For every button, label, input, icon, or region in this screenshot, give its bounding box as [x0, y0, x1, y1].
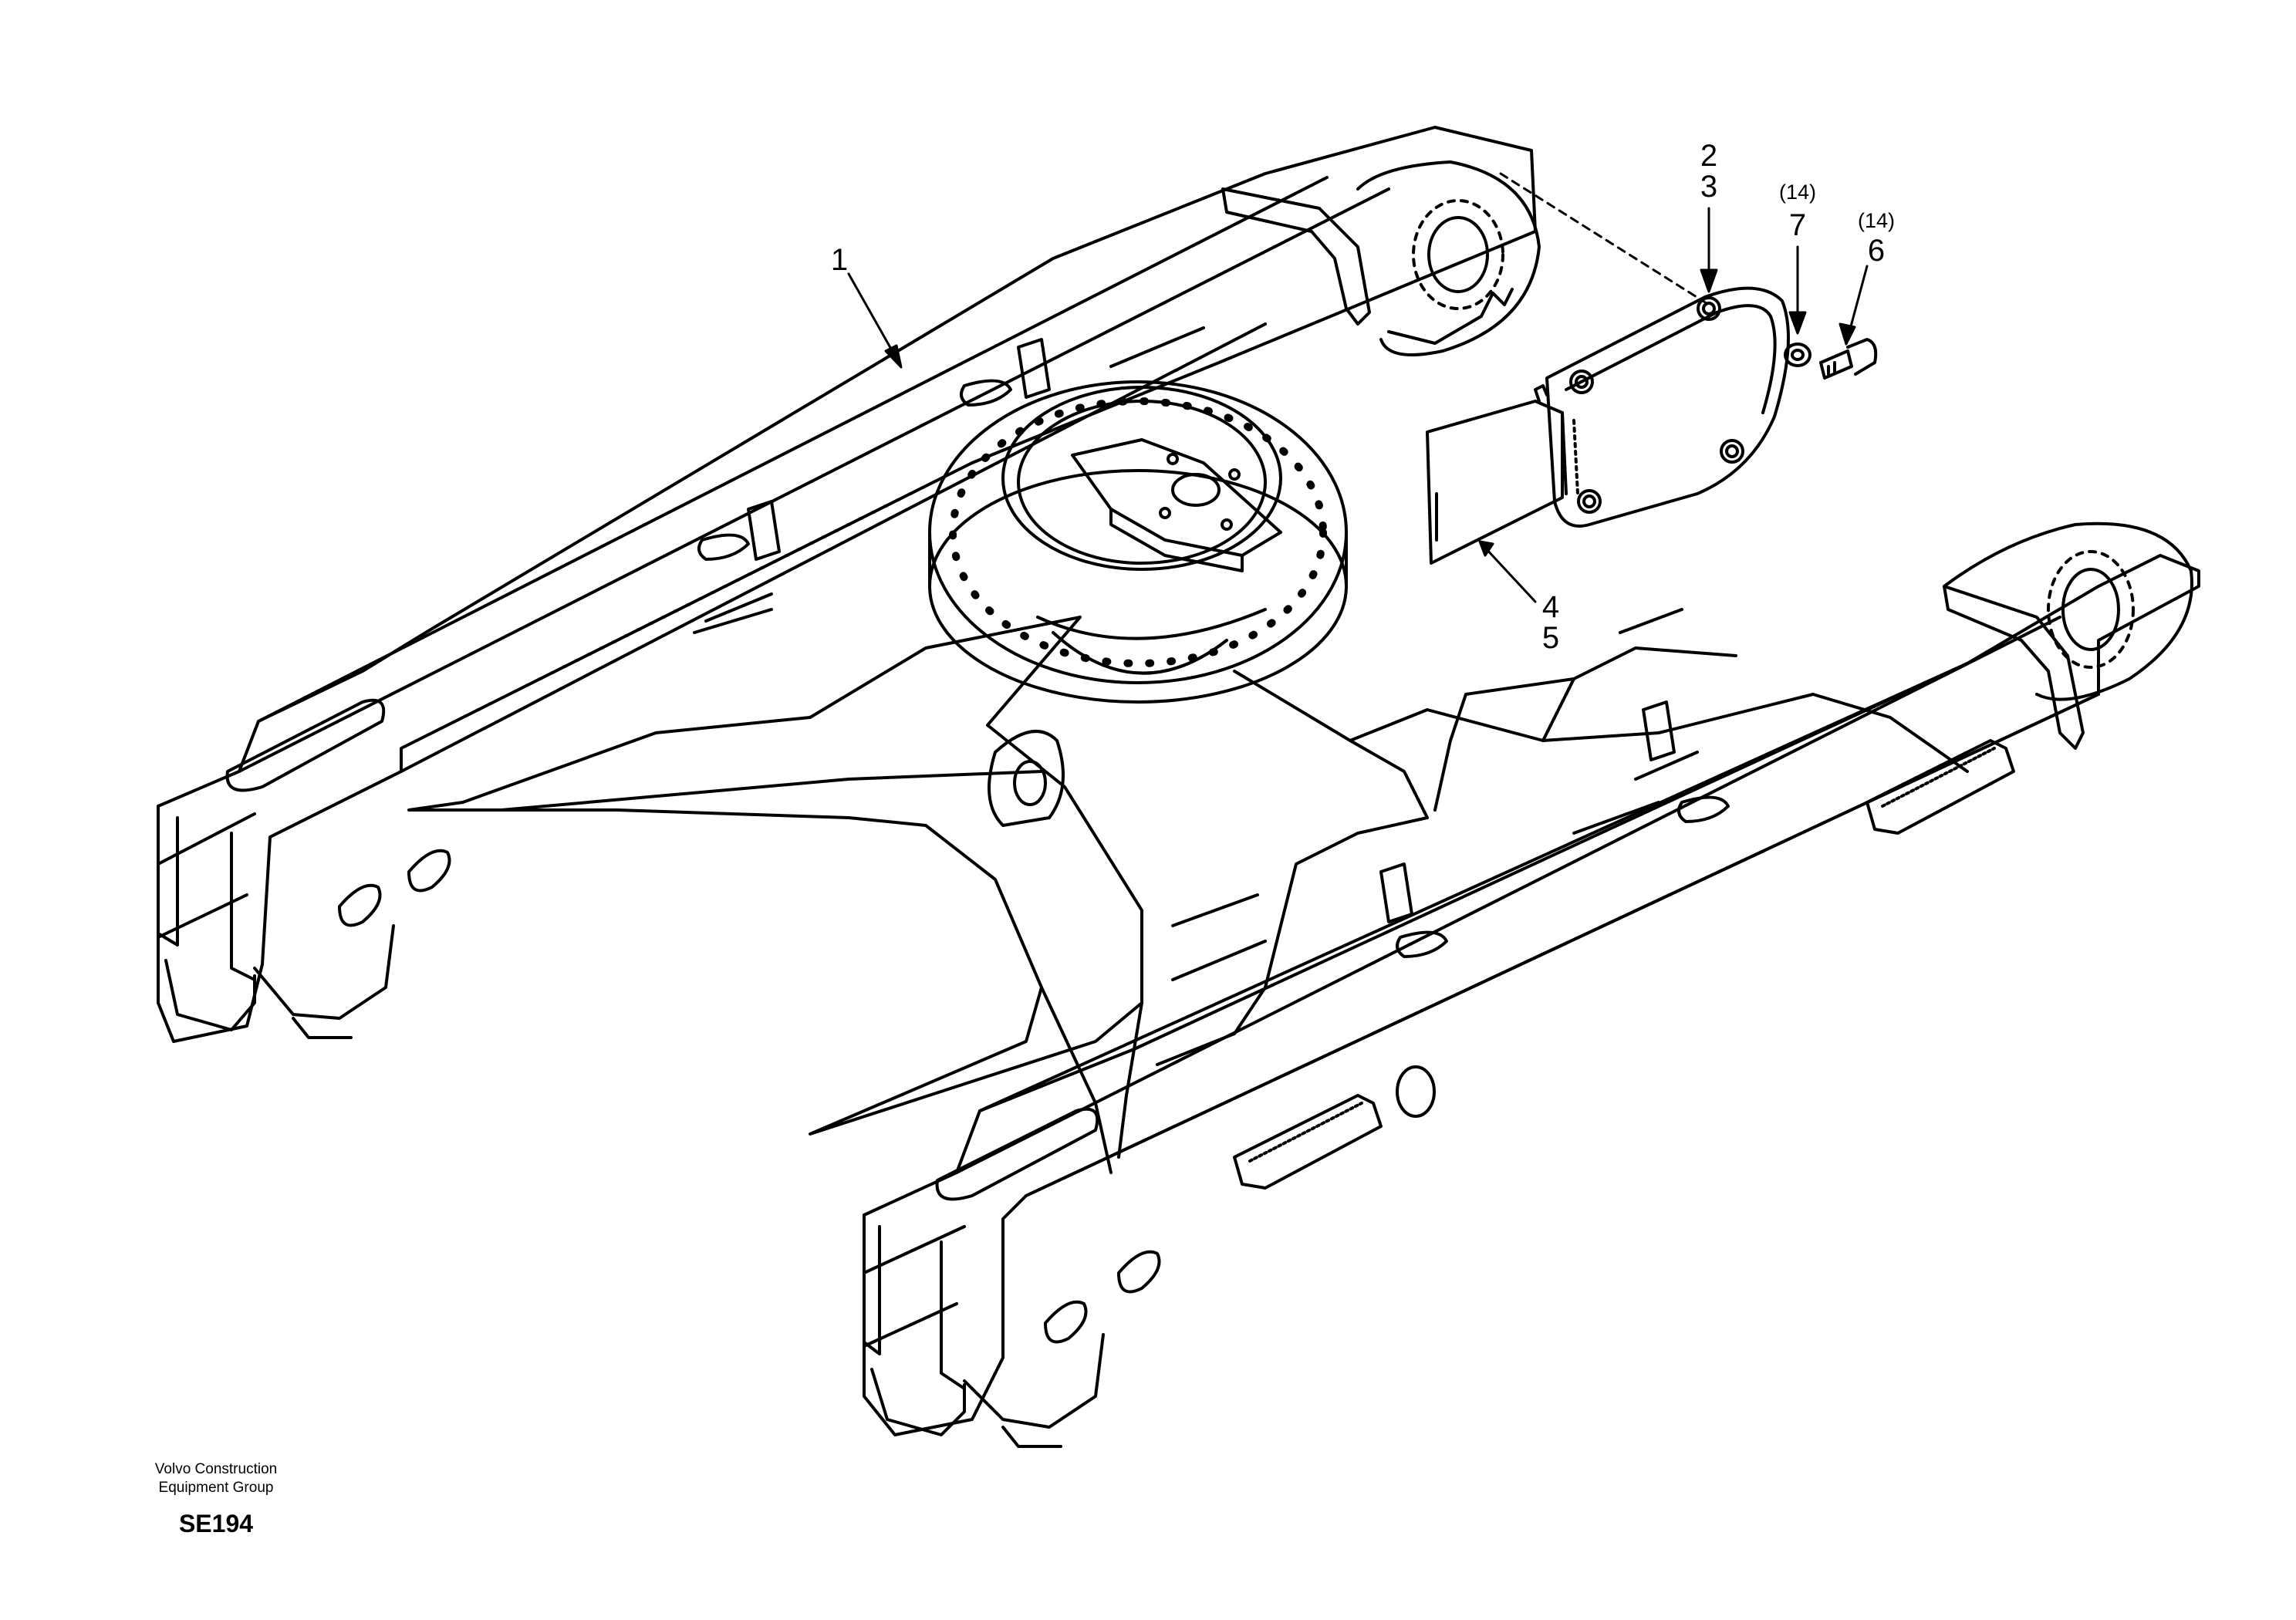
- leader-lines: [847, 172, 1869, 603]
- cover-plate: [1545, 286, 1790, 528]
- callout-6-label: 6: [1868, 234, 1885, 268]
- guard-bracket: [1426, 384, 1568, 565]
- callout-6-qty: (14): [1858, 209, 1895, 232]
- callout-1: 1: [831, 243, 848, 277]
- callout-7-label: 7: [1789, 208, 1806, 242]
- callout-3-label: 3: [1700, 170, 1717, 204]
- bolt-6: [1819, 338, 1878, 380]
- callout-1-label: 1: [831, 243, 848, 277]
- left-track-frame: [157, 126, 1541, 1043]
- callout-2-3: 2 3: [1700, 139, 1717, 204]
- leader-4-5: [1484, 546, 1537, 603]
- callout-2-label: 2: [1700, 139, 1717, 173]
- company-name-line1: Volvo Construction: [154, 1461, 278, 1477]
- swing-ring: [928, 380, 1348, 704]
- dashed-alignment: [1499, 172, 1710, 306]
- center-frame-body: [407, 608, 1969, 1174]
- right-track-frame: [863, 521, 2200, 1448]
- callout-4-label: 4: [1542, 590, 1559, 624]
- callout-4-5: 4 5: [1542, 590, 1559, 655]
- drawing-code: SE194: [178, 1510, 254, 1537]
- drawing-caption: Volvo Construction Equipment Group SE194: [93, 1460, 339, 1538]
- washer-7: [1784, 343, 1811, 367]
- callout-7-qty: (14): [1779, 181, 1816, 204]
- callout-5-label: 5: [1542, 621, 1559, 655]
- company-name-line2: Equipment Group: [158, 1480, 274, 1496]
- callout-6: (14) 6: [1858, 209, 1895, 268]
- callout-7: (14) 7: [1779, 181, 1816, 242]
